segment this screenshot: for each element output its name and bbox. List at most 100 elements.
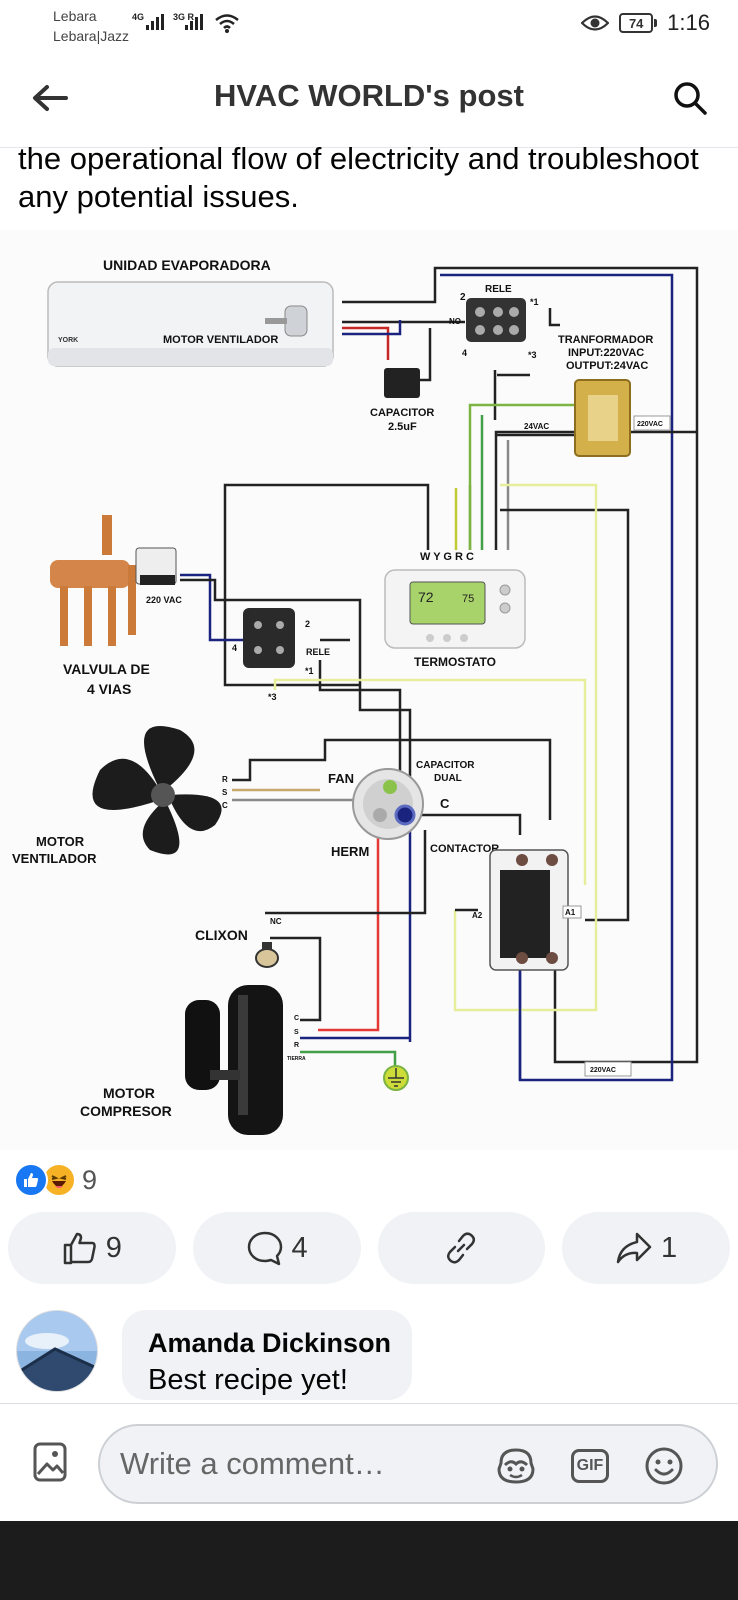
post-header: HVAC WORLD's post bbox=[0, 48, 738, 148]
carrier-info: Lebara Lebara|Jazz bbox=[53, 6, 129, 46]
reaction-count: 9 bbox=[82, 1164, 98, 1195]
svg-text:C: C bbox=[294, 1015, 299, 1022]
gif-button[interactable]: GIF bbox=[568, 1444, 612, 1488]
svg-text:C: C bbox=[440, 796, 450, 811]
svg-text:A2: A2 bbox=[472, 911, 483, 920]
smiley-icon bbox=[645, 1447, 683, 1485]
post-text: the operational flow of electricity and … bbox=[18, 141, 699, 214]
svg-text:YORK: YORK bbox=[58, 337, 78, 344]
share-button[interactable]: 1 bbox=[562, 1212, 730, 1284]
share-count: 1 bbox=[661, 1231, 678, 1264]
svg-text:220VAC: 220VAC bbox=[637, 421, 663, 428]
comment-count: 4 bbox=[291, 1231, 308, 1264]
wifi-icon bbox=[215, 14, 239, 33]
svg-text:TERMOSTATO: TERMOSTATO bbox=[414, 655, 496, 669]
like-reaction-icon bbox=[14, 1163, 48, 1197]
svg-text:*3: *3 bbox=[528, 350, 537, 360]
svg-text:75: 75 bbox=[462, 593, 474, 605]
hvac-wiring-diagram: UNIDAD EVAPORADORA YORK MOTOR VENTILADOR… bbox=[0, 230, 738, 1150]
svg-text:MOTOR: MOTOR bbox=[36, 834, 85, 849]
svg-text:*1: *1 bbox=[530, 297, 539, 307]
avatar[interactable] bbox=[16, 1310, 98, 1392]
svg-text:72: 72 bbox=[418, 589, 434, 605]
reactions-summary[interactable]: 9 bbox=[14, 1162, 97, 1198]
photo-icon bbox=[33, 1442, 67, 1482]
gif-icon: GIF bbox=[571, 1449, 609, 1483]
system-navigation-bar bbox=[0, 1521, 738, 1600]
svg-text:220 VAC: 220 VAC bbox=[146, 595, 182, 605]
thumbs-up-icon bbox=[63, 1232, 96, 1265]
avatar-sticker-icon bbox=[497, 1448, 535, 1484]
svg-text:CAPACITOR: CAPACITOR bbox=[416, 760, 475, 771]
comment-composer: GIF bbox=[0, 1403, 738, 1521]
svg-text:2.5uF: 2.5uF bbox=[388, 421, 417, 433]
eye-icon bbox=[581, 15, 610, 31]
svg-text:R: R bbox=[294, 1042, 299, 1049]
signal-icon-2 bbox=[185, 14, 203, 30]
svg-text:24VAC: 24VAC bbox=[524, 422, 549, 431]
status-bar: Lebara Lebara|Jazz 4G 3G R 74 1:16 bbox=[0, 0, 738, 48]
svg-text:W Y G R C: W Y G R C bbox=[420, 551, 474, 563]
svg-text:RELE: RELE bbox=[306, 647, 330, 657]
add-photo-button[interactable] bbox=[28, 1440, 72, 1484]
svg-text:MOTOR: MOTOR bbox=[103, 1085, 155, 1101]
svg-text:DUAL: DUAL bbox=[434, 773, 462, 784]
comment-bubble-icon bbox=[247, 1231, 282, 1266]
clock: 1:16 bbox=[667, 10, 710, 35]
svg-text:4: 4 bbox=[232, 643, 237, 653]
svg-text:C: C bbox=[222, 801, 228, 810]
svg-text:4: 4 bbox=[462, 348, 467, 358]
svg-text:NO: NO bbox=[449, 317, 461, 326]
comment-bubble[interactable]: Amanda Dickinson Best recipe yet! bbox=[122, 1310, 412, 1400]
emoji-button[interactable] bbox=[642, 1444, 686, 1488]
status-right: 74 1:16 bbox=[581, 10, 710, 36]
svg-text:4 VIAS: 4 VIAS bbox=[87, 681, 131, 697]
comment-author[interactable]: Amanda Dickinson bbox=[148, 1328, 392, 1358]
svg-text:VENTILADOR: VENTILADOR bbox=[12, 851, 97, 866]
comment-item: Amanda Dickinson Best recipe yet! bbox=[16, 1310, 726, 1400]
svg-text:MOTOR VENTILADOR: MOTOR VENTILADOR bbox=[163, 334, 278, 346]
svg-text:INPUT:220VAC: INPUT:220VAC bbox=[568, 347, 644, 359]
svg-text:220VAC: 220VAC bbox=[590, 1067, 616, 1074]
signal-icon bbox=[146, 14, 164, 30]
unidad-label: UNIDAD EVAPORADORA bbox=[103, 257, 271, 273]
comment-input[interactable] bbox=[120, 1440, 480, 1488]
svg-text:S: S bbox=[222, 788, 228, 797]
post-actions: 9 4 1 bbox=[8, 1212, 730, 1284]
post-image[interactable]: UNIDAD EVAPORADORA YORK MOTOR VENTILADOR… bbox=[0, 230, 738, 1150]
svg-text:HERM: HERM bbox=[331, 844, 369, 859]
avatar-sticker-button[interactable] bbox=[494, 1444, 538, 1488]
svg-text:TIERRA: TIERRA bbox=[287, 1056, 306, 1062]
comment-button[interactable]: 4 bbox=[192, 1212, 361, 1284]
carrier-line2: Lebara|Jazz bbox=[53, 28, 130, 44]
svg-text:*3: *3 bbox=[268, 692, 277, 702]
search-button[interactable] bbox=[668, 76, 712, 120]
search-icon bbox=[674, 82, 707, 115]
svg-text:TRANFORMADOR: TRANFORMADOR bbox=[558, 334, 653, 346]
svg-text:CONTACTOR: CONTACTOR bbox=[430, 843, 499, 855]
svg-text:RELE: RELE bbox=[485, 284, 512, 295]
svg-text:R: R bbox=[222, 775, 228, 784]
arrow-left-icon bbox=[33, 85, 68, 111]
comment-input-container: GIF bbox=[98, 1424, 718, 1504]
carrier-line1: Lebara bbox=[53, 8, 97, 24]
svg-text:CLIXON: CLIXON bbox=[195, 927, 248, 943]
battery-level: 74 bbox=[619, 13, 654, 33]
battery-icon: 74 bbox=[619, 13, 658, 33]
link-icon bbox=[447, 1232, 476, 1264]
share-arrow-icon bbox=[616, 1232, 652, 1264]
like-button[interactable]: 9 bbox=[8, 1212, 176, 1284]
page-title: HVAC WORLD's post bbox=[214, 78, 524, 113]
svg-text:2: 2 bbox=[305, 619, 310, 629]
svg-text:A1: A1 bbox=[565, 908, 576, 917]
avatar-image bbox=[17, 1311, 97, 1391]
copy-link-button[interactable] bbox=[377, 1212, 546, 1284]
back-button[interactable] bbox=[28, 76, 72, 120]
svg-text:COMPRESOR: COMPRESOR bbox=[80, 1103, 172, 1119]
svg-text:NC: NC bbox=[270, 917, 282, 926]
svg-text:VALVULA DE: VALVULA DE bbox=[63, 661, 150, 677]
svg-text:FAN: FAN bbox=[328, 771, 354, 786]
network-type-1: 4G bbox=[132, 12, 145, 22]
svg-text:*1: *1 bbox=[305, 666, 314, 676]
svg-text:S: S bbox=[294, 1029, 299, 1036]
